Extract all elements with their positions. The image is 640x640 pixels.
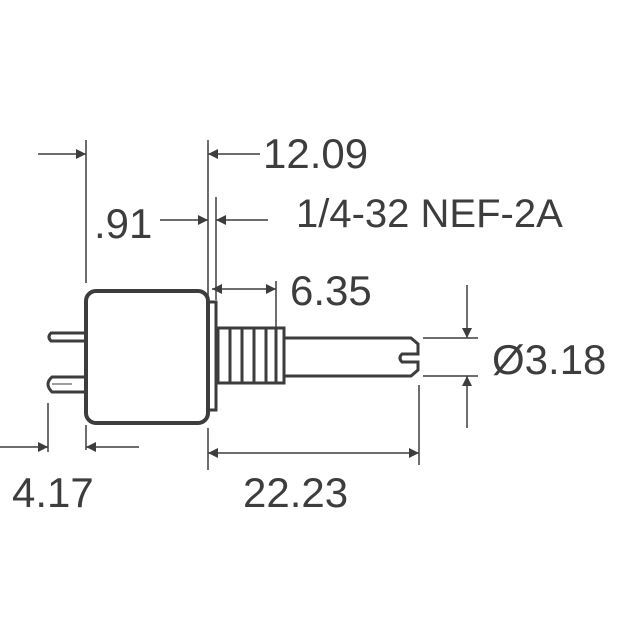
label-0-91: .91 bbox=[94, 200, 152, 247]
label-22-23: 22.23 bbox=[243, 469, 348, 516]
label-4-17: 4.17 bbox=[12, 469, 94, 516]
mounting-flange bbox=[206, 300, 218, 412]
shaft bbox=[284, 336, 420, 378]
label-6-35: 6.35 bbox=[290, 267, 372, 314]
terminals bbox=[46, 331, 86, 394]
label-thread-spec: 1/4-32 NEF-2A bbox=[296, 192, 563, 236]
label-dia-3-18: Ø3.18 bbox=[492, 336, 606, 383]
potentiometer-body bbox=[84, 289, 210, 425]
threaded-bushing bbox=[216, 326, 286, 385]
label-12-09: 12.09 bbox=[263, 130, 368, 177]
